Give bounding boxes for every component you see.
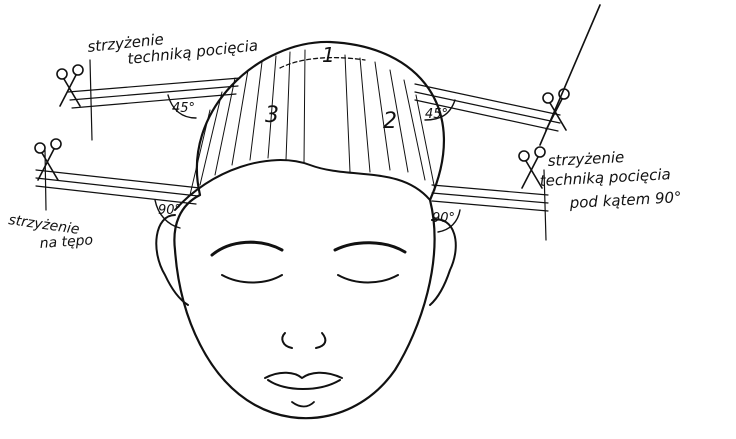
- hairline: [175, 160, 430, 210]
- chin-mark: [292, 402, 314, 407]
- right-eye: [338, 275, 398, 283]
- upper-lip: [265, 373, 342, 378]
- guide-lines-upper: [68, 78, 560, 131]
- lower-lip: [268, 380, 340, 389]
- scissors-icon: [543, 89, 569, 130]
- head-outline: [174, 42, 444, 418]
- left-eyebrow: [212, 242, 282, 255]
- guide-lines-lower: [36, 170, 548, 211]
- left-upper-marker: [90, 60, 92, 140]
- angle-right-lower: 90°: [432, 211, 455, 226]
- section-3-number: 3: [265, 103, 279, 128]
- angle-left-lower: 90°: [158, 203, 181, 218]
- right-eyebrow: [335, 243, 405, 252]
- nose: [282, 333, 325, 348]
- label-right-line1: strzyżenie: [547, 148, 624, 170]
- left-eye: [222, 275, 282, 283]
- angle-left-upper: 45°: [172, 101, 195, 116]
- section-2-number: 2: [383, 109, 397, 134]
- left-ear: [156, 215, 188, 305]
- angle-right-upper: 45°: [425, 107, 448, 122]
- label-bottom-left-line2: na tępo: [39, 232, 93, 252]
- hair-strands-left: [190, 50, 305, 195]
- label-right-line3: pod kątem 90°: [568, 188, 682, 212]
- section-1-number: 1: [322, 43, 335, 67]
- scissors-icon: [35, 139, 61, 180]
